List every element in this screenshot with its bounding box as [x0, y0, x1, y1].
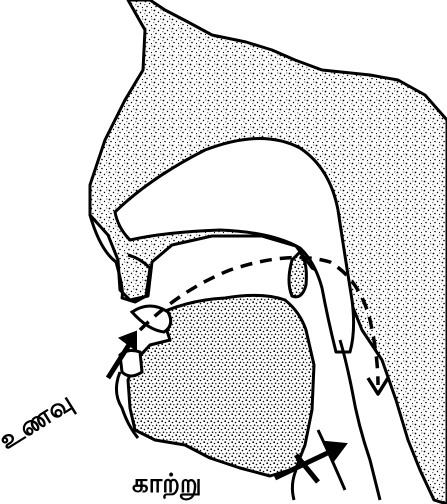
upper-lip: [132, 306, 171, 332]
arrow-right-icon: [326, 442, 346, 460]
esophagus: [340, 340, 380, 500]
trachea: [318, 430, 345, 490]
food-label: உணவு: [0, 387, 79, 456]
air-label: காற்று: [132, 469, 202, 501]
throat-outline: [292, 470, 296, 500]
